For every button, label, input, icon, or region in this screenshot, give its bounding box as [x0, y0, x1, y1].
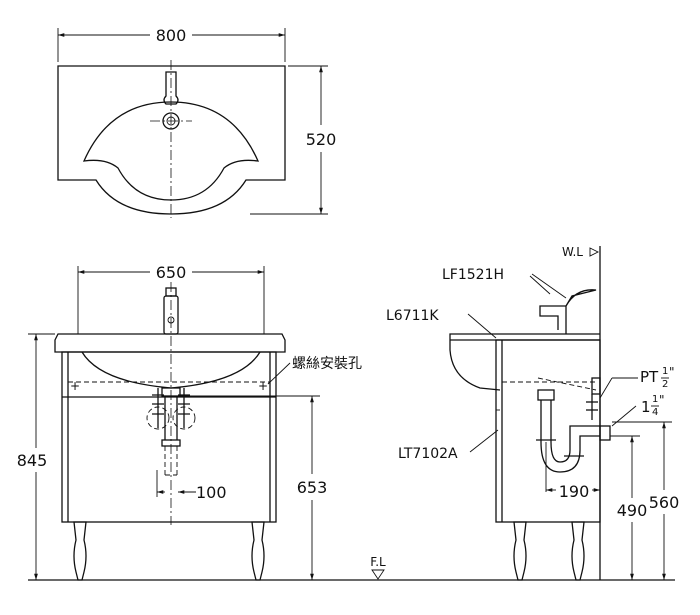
svg-text:PT: PT: [640, 368, 659, 386]
front-left-leg: [73, 521, 87, 581]
side-right-leg: [571, 521, 585, 581]
trap-offset-dimension-label: 190: [559, 482, 590, 501]
svg-text:1: 1: [652, 394, 658, 405]
screw-hole-label: 螺絲安裝孔: [292, 356, 362, 372]
svg-text:2: 2: [662, 379, 668, 390]
drain-height-dimension-label: 560: [649, 493, 680, 512]
depth-dimension-label: 520: [306, 130, 337, 149]
side-left-leg: [513, 521, 527, 581]
front-view: + + 螺絲安裝孔: [17, 263, 362, 581]
top-view-basin-bowl: [82, 101, 260, 201]
side-basin: [449, 333, 600, 391]
wall-label: W.L: [562, 245, 583, 259]
screw-hole-right-mark: +: [258, 379, 268, 393]
overall-height-dimension-label: 845: [17, 451, 48, 470]
svg-text:": ": [659, 393, 665, 407]
supply-size-label: PT 1 2 ": [640, 365, 675, 390]
side-view: W.L LF1521H L6711K LT7102A: [386, 245, 680, 581]
front-right-leg: [251, 521, 265, 581]
top-view: 800 520: [57, 26, 337, 218]
screw-hole-left-mark: +: [70, 379, 80, 393]
side-supply-valve: [586, 377, 611, 441]
top-view-faucet: [163, 71, 179, 105]
supply-height-dimension-label: 490: [617, 501, 648, 520]
drain-offset-dimension-label: 100: [196, 483, 227, 502]
front-drain-assembly: [161, 387, 181, 476]
front-basin-rim: [54, 333, 286, 353]
svg-text:1: 1: [662, 366, 668, 377]
svg-text:1: 1: [641, 398, 651, 416]
svg-text:": ": [669, 365, 675, 379]
side-p-trap: [536, 377, 600, 473]
basin-model-label: L6711K: [386, 308, 439, 324]
faucet-model-label: LF1521H: [442, 267, 504, 283]
basin-width-dimension-label: 650: [156, 263, 187, 282]
svg-text:4: 4: [652, 407, 658, 418]
side-faucet: [539, 289, 597, 334]
width-dimension-label: 800: [156, 26, 187, 45]
front-cabinet: [61, 351, 277, 523]
floor-marker: [371, 569, 385, 580]
top-view-outline: [57, 65, 286, 215]
front-drain-height-dimension-label: 653: [297, 478, 328, 497]
cabinet-model-label: LT7102A: [398, 446, 458, 462]
front-supply-valves: [146, 388, 196, 430]
drain-size-label: 1 1 4 ": [641, 393, 665, 418]
floor-label: F.L: [370, 555, 386, 569]
top-view-drain: [162, 112, 180, 130]
